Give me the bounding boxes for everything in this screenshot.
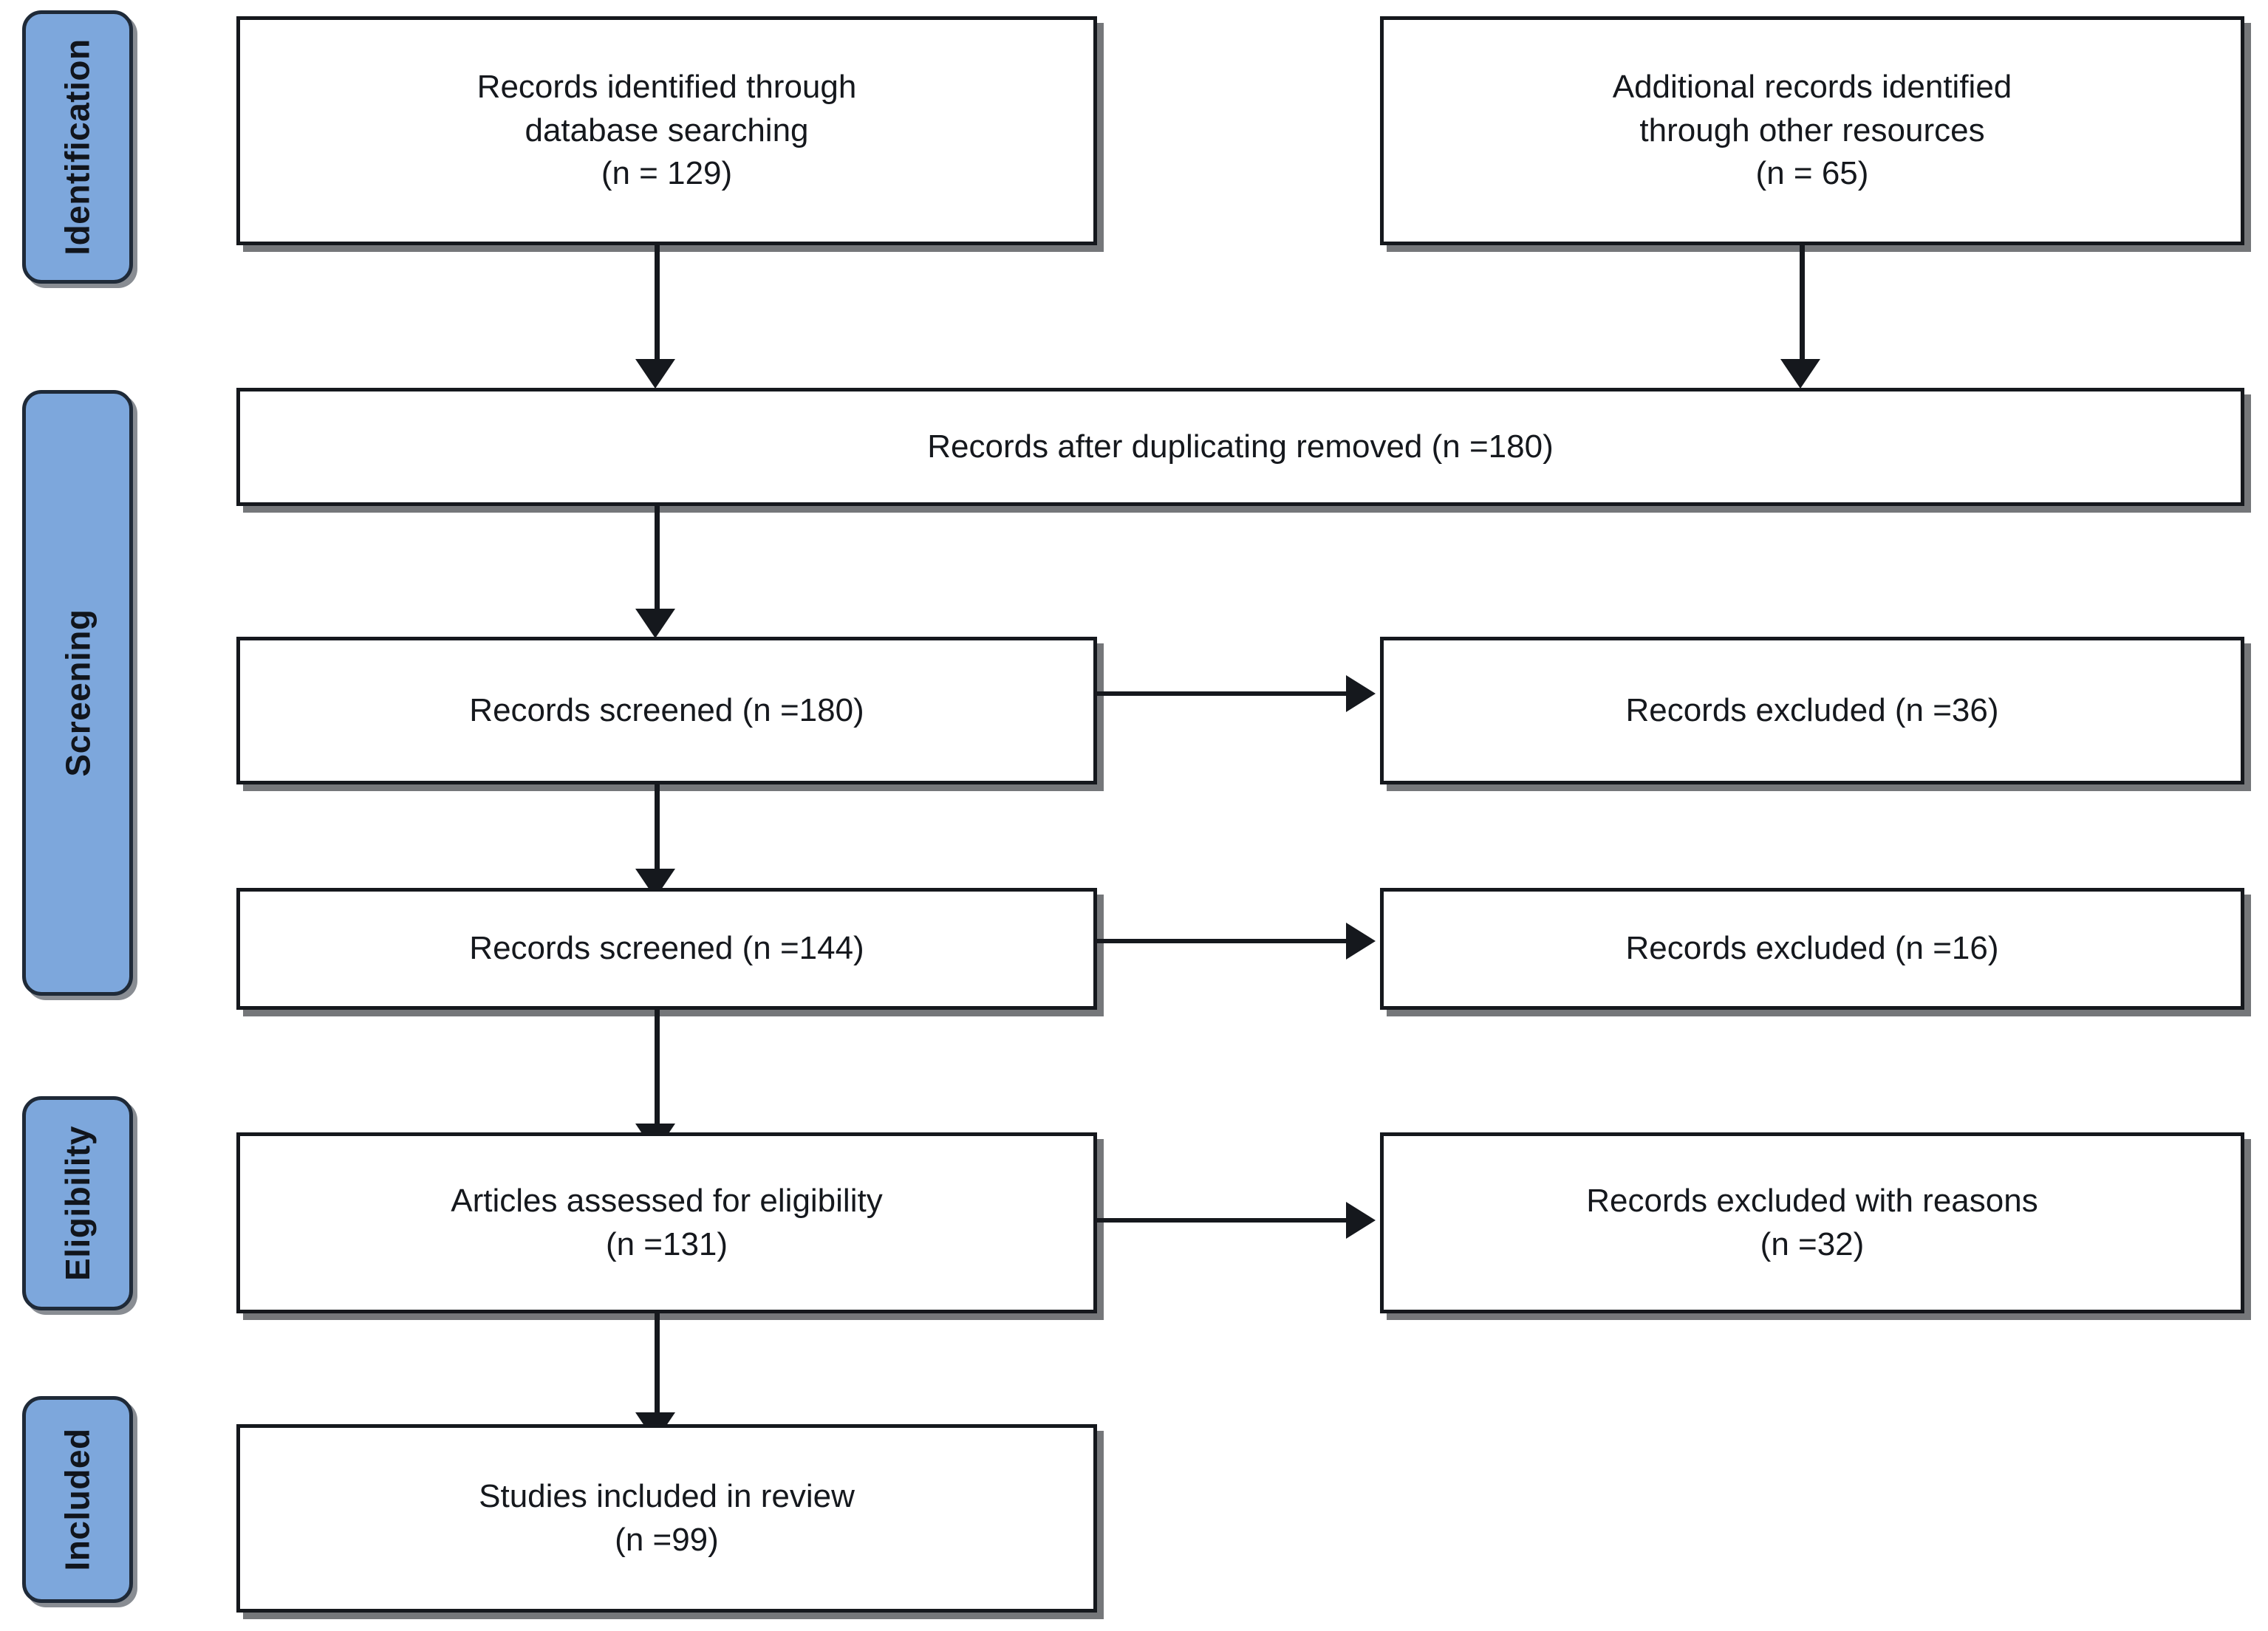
box-records-screened-144: Records screened (n =144) (236, 888, 1097, 1010)
stage-tab-eligibility: Eligibility (22, 1096, 133, 1310)
box-studies-included-review: Studies included in review (n =99) (236, 1424, 1097, 1613)
box-records-excluded-16: Records excluded (n =16) (1380, 888, 2244, 1010)
box-studies-included-review-text: Studies included in review (n =99) (479, 1477, 855, 1558)
box-records-screened-144-text: Records screened (n =144) (469, 930, 864, 967)
box-additional-records-other: Additional records identified through ot… (1380, 16, 2244, 245)
box-records-identified-database-text: Records identified through database sear… (477, 68, 857, 192)
stage-tab-screening-label: Screening (58, 609, 98, 777)
box-articles-assessed-eligibility-text: Articles assessed for eligibility (n =13… (451, 1182, 883, 1262)
box-records-excluded-16-text: Records excluded (n =16) (1625, 930, 1999, 967)
box-records-excluded-36-text: Records excluded (n =36) (1625, 691, 1999, 728)
box-records-screened-180: Records screened (n =180) (236, 637, 1097, 784)
stage-tab-identification-label: Identification (58, 38, 98, 256)
box-records-excluded-reasons-text: Records excluded with reasons (n =32) (1586, 1182, 2038, 1262)
stage-tab-screening: Screening (22, 390, 133, 996)
box-records-after-duplicates-text: Records after duplicating removed (n =18… (927, 428, 1554, 465)
stage-tab-included: Included (22, 1396, 133, 1603)
stage-tab-included-label: Included (58, 1428, 97, 1571)
stage-tab-identification: Identification (22, 10, 133, 284)
stage-tab-eligibility-label: Eligibility (58, 1126, 97, 1281)
box-records-identified-database: Records identified through database sear… (236, 16, 1097, 245)
box-records-after-duplicates: Records after duplicating removed (n =18… (236, 388, 2244, 506)
box-records-screened-180-text: Records screened (n =180) (469, 691, 864, 728)
box-additional-records-other-text: Additional records identified through ot… (1612, 68, 2012, 192)
box-records-excluded-reasons: Records excluded with reasons (n =32) (1380, 1132, 2244, 1313)
box-records-excluded-36: Records excluded (n =36) (1380, 637, 2244, 784)
box-articles-assessed-eligibility: Articles assessed for eligibility (n =13… (236, 1132, 1097, 1313)
